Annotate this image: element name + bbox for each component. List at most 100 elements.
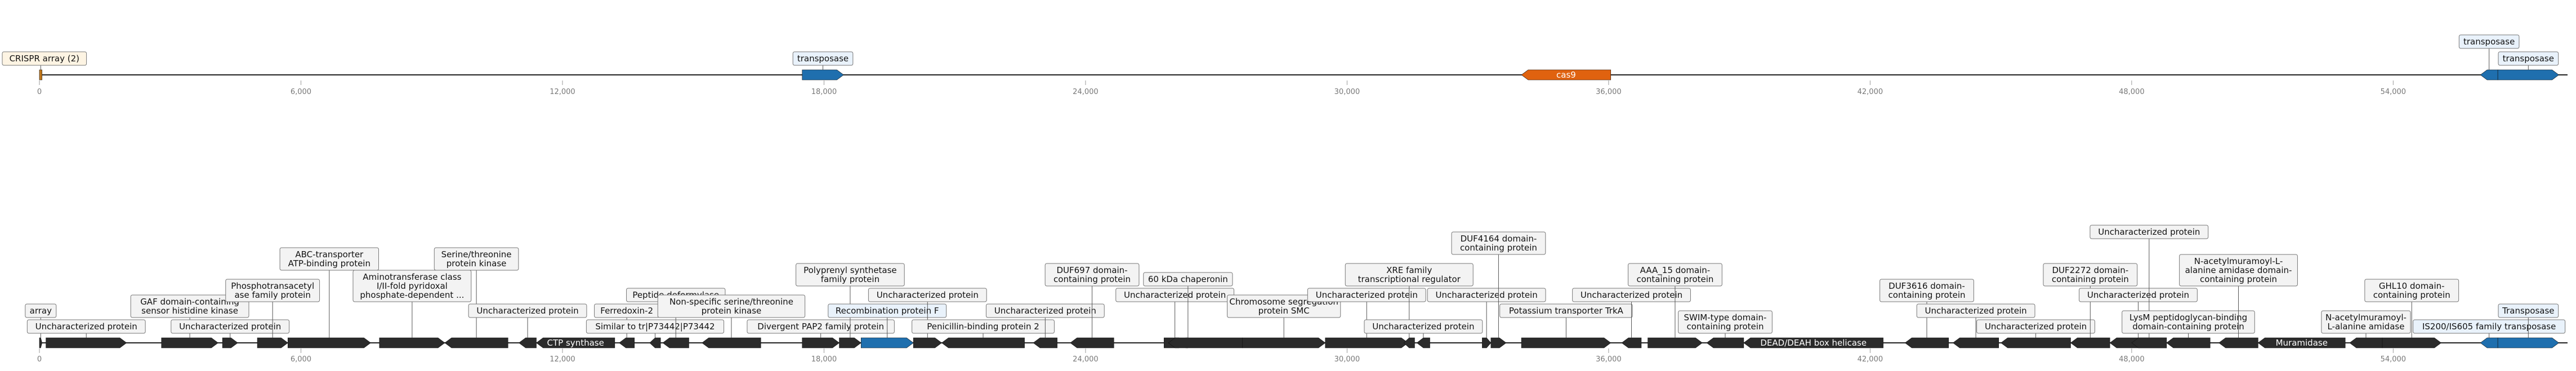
gene-label-box — [912, 319, 1055, 334]
gene-arrow-recombination-protein-f[interactable] — [860, 337, 914, 348]
gene-label-box — [1307, 288, 1426, 302]
gene-label-duf697-domain-containing-protein: DUF697 domain- — [1056, 265, 1127, 275]
gene-label-box — [1364, 319, 1483, 334]
gene-arrow-potassium-transporter-trka[interactable] — [1521, 337, 1611, 348]
gene-arrow-ctp-synthase[interactable] — [536, 337, 615, 348]
gene-label-60-kda-chaperonin: 60 kDa chaperonin — [1148, 274, 1228, 284]
gene-label-box — [171, 319, 290, 334]
gene-label-uncharacterized-protein: Uncharacterized protein — [476, 306, 578, 316]
gene-label-box — [130, 294, 249, 318]
gene-arrow-transposase[interactable] — [802, 69, 844, 81]
gene-label-n-acetylmuramoyl-l-alanine-amidase: N-acetylmuramoyl- — [2325, 312, 2407, 323]
gene-arrow-serine-threonine-protein-kinase[interactable] — [444, 337, 508, 348]
gene-label-box — [225, 279, 320, 302]
gene-arrow-is200-is605-family-transposase[interactable] — [2480, 337, 2498, 348]
gene-label-crispr-array-2: CRISPR array (2) — [10, 53, 79, 64]
gene-label-xre-family-transcriptional-regulator: XRE family — [1386, 265, 1432, 275]
gene-label-ghl10-domain-containing-protein: containing protein — [2373, 290, 2450, 300]
gene-label-box — [2179, 254, 2298, 287]
gene-label-swim-type-domain-containing-protein: SWIM-type domain- — [1684, 312, 1766, 323]
gene-arrow-dead-deah-box-helicase[interactable] — [1743, 337, 1883, 348]
gene-label-box — [2498, 303, 2559, 318]
gene-arrow-uncharacterized-protein[interactable] — [519, 337, 537, 348]
gene-arrow-uncharacterized-protein[interactable] — [222, 337, 238, 348]
tick-label: 18,000 — [811, 88, 837, 96]
gene-arrow-non-specific-serine-threonine-protein-kinase[interactable] — [702, 337, 761, 348]
gene-label-box — [1345, 263, 1474, 287]
gene-label-box — [352, 270, 472, 302]
gene-arrow-gaf-domain-containing-sensor-histidine-kinase[interactable] — [161, 337, 218, 348]
gene-label-phosphotransacetyl-ase-family-protein: ase family protein — [234, 290, 310, 300]
gene-arrow-aaa-15-domain-containing-protein[interactable] — [1648, 337, 1703, 348]
gene-label-box — [1879, 279, 1974, 302]
gene-arrow-phosphotransacetyl-ase-family-protein[interactable] — [257, 337, 288, 348]
gene-label-divergent-pap2-family-protein: Divergent PAP2 family protein — [757, 321, 884, 332]
tick-label: 30,000 — [1334, 355, 1360, 364]
gene-arrow-ghl10-domain-containing-protein[interactable] — [2382, 337, 2441, 348]
tick-label: 36,000 — [1596, 355, 1622, 364]
gene-arrow-chromosome-segregation-protein-smc[interactable] — [1242, 337, 1326, 348]
gene-arrow-n-acetylmuramoyl-l-alanine-amidase[interactable] — [2349, 337, 2383, 348]
gene-arrow-uncharacterized-protein[interactable] — [1952, 337, 1999, 348]
gene-arrow-lysm-peptidoglycan-binding-domain-containing-protein[interactable] — [2166, 337, 2211, 348]
gene-arrow-crispr-array-2[interactable] — [39, 69, 42, 81]
gene-arrow-transposase[interactable] — [2497, 337, 2560, 348]
gene-arrow-xre-family-transcriptional-regulator[interactable] — [1403, 337, 1415, 348]
gene-arrow-n-acetylmuramoyl-l-alanine-amidase-domain-containing-protein[interactable] — [2218, 337, 2258, 348]
gene-label-uncharacterized-protein: Uncharacterized protein — [1316, 290, 1418, 300]
gene-arrow-transposase[interactable] — [2480, 69, 2498, 81]
tick-label: 42,000 — [1858, 88, 1883, 96]
gene-label-chromosome-segregation-protein-smc: protein SMC — [1258, 306, 1310, 316]
gene-arrow-polyprenyl-synthetase-family-protein[interactable] — [839, 337, 861, 348]
gene-arrow-swim-type-domain-containing-protein[interactable] — [1706, 337, 1744, 348]
gene-arrow-uncharacterized-protein[interactable] — [2131, 337, 2167, 348]
gene-arrow-uncharacterized-protein[interactable] — [1325, 337, 1409, 348]
gene-arrow-peptide-deformylase[interactable] — [662, 337, 689, 348]
gene-label-uncharacterized-protein: Uncharacterized protein — [2098, 227, 2200, 237]
gene-arrow-aminotransferase-class-i-ii-fold-pyridoxal-phosphate-dependent[interactable] — [379, 337, 445, 348]
gene-arrow-penicillin-binding-protein-2[interactable] — [941, 337, 1025, 348]
gene-arrow-divergent-pap2-family-protein[interactable] — [802, 337, 840, 348]
gene-arrow-uncharacterized-protein[interactable] — [913, 337, 942, 348]
tick-label: 12,000 — [550, 355, 575, 364]
gene-arrow-abc-transporter-atp-binding-protein[interactable] — [287, 337, 371, 348]
gene-label-ferredoxin-2: Ferredoxin-2 — [600, 306, 653, 316]
gene-label-box — [657, 294, 806, 318]
gene-arrow-uncharacterized-protein[interactable] — [1482, 337, 1492, 348]
gene-arrow-duf697-domain-containing-protein[interactable] — [1070, 337, 1114, 348]
gene-arrow-ferredoxin-2[interactable] — [619, 337, 635, 348]
gene-arrow-duf3616-domain-containing-protein[interactable] — [1904, 337, 1949, 348]
gene-label-duf3616-domain-containing-protein: containing protein — [1889, 290, 1966, 300]
gene-label-gaf-domain-containing-sensor-histidine-kinase: GAF domain-containing — [140, 297, 239, 307]
gene-arrow-uncharacterized-protein[interactable] — [1033, 337, 1057, 348]
gene-label-n-acetylmuramoyl-l-alanine-amidase-domain-containing-protein: containing protein — [2200, 274, 2277, 284]
gene-arrow-cas9[interactable] — [1521, 69, 1611, 81]
gene-label-non-specific-serine-threonine-protein-kinase: protein kinase — [702, 306, 762, 316]
gene-arrow-duf4164-domain-containing-protein[interactable] — [1490, 337, 1507, 348]
gene-label-box — [2, 51, 87, 66]
gene-label-box — [1499, 303, 1633, 318]
gene-label-muramidase: Muramidase — [2276, 338, 2328, 348]
gene-arrow-uncharacterized-protein[interactable] — [2001, 337, 2071, 348]
gene-label-duf2272-domain-containing-protein: containing protein — [2052, 274, 2129, 284]
gene-label-serine-threonine-protein-kinase: protein kinase — [447, 258, 507, 269]
gene-arrow-uncharacterized-protein[interactable] — [1416, 337, 1430, 348]
gene-label-uncharacterized-protein: Uncharacterized protein — [179, 321, 281, 332]
gene-arrow-uncharacterized-protein[interactable] — [46, 337, 127, 348]
gene-label-lysm-peptidoglycan-binding-domain-containing-protein: domain-containing protein — [2132, 321, 2244, 332]
gene-arrow-gene[interactable] — [1168, 337, 1243, 348]
gene-arrow-duf2272-domain-containing-protein[interactable] — [2070, 337, 2110, 348]
gene-label-box — [2079, 288, 2198, 302]
gene-label-box — [434, 247, 519, 271]
gene-arrow-muramidase[interactable] — [2257, 337, 2346, 348]
gene-arrow-transposase[interactable] — [2497, 69, 2560, 81]
gene-label-swim-type-domain-containing-protein: containing protein — [1686, 321, 1764, 332]
gene-label-transposase: transposase — [2463, 37, 2515, 47]
gene-label-duf2272-domain-containing-protein: DUF2272 domain- — [2052, 265, 2128, 275]
gene-arrow-array[interactable] — [39, 337, 42, 348]
gene-label-aaa-15-domain-containing-protein: AAA_15 domain- — [1640, 265, 1711, 276]
gene-label-recombination-protein-f: Recombination protein F — [836, 306, 939, 316]
gene-label-box — [828, 303, 947, 318]
gene-arrow-similar-to-tr-p73442-p73442[interactable] — [649, 337, 661, 348]
gene-arrow-uncharacterized-protein[interactable] — [1621, 337, 1642, 348]
